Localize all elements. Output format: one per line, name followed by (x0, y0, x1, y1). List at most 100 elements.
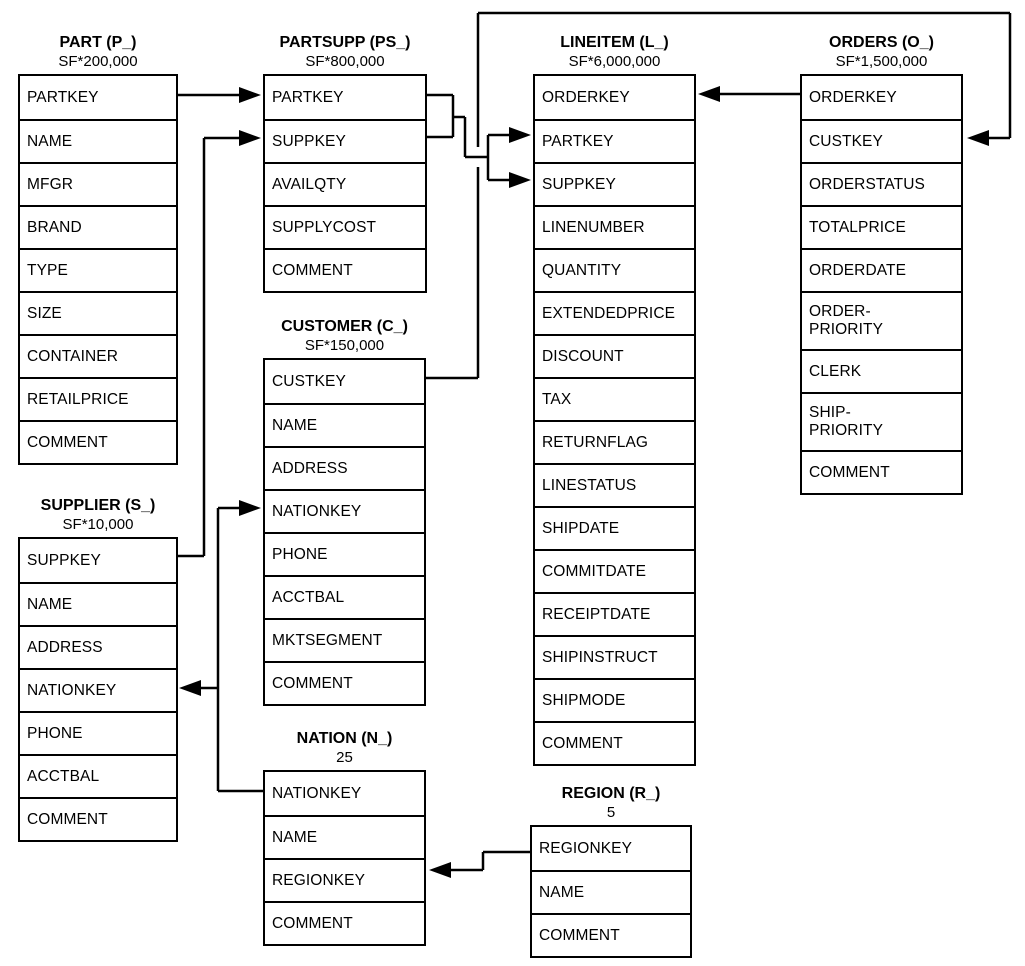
field-row: NAME (20, 119, 176, 162)
table-title: PARTSUPP (PS_) (279, 34, 411, 51)
field-row: PARTKEY (535, 119, 694, 162)
field-row: NATIONKEY (272, 784, 362, 802)
field-row: REGIONKEY (265, 858, 424, 901)
field-row: CONTAINER (20, 334, 176, 377)
field-row: NAME (532, 870, 690, 913)
field-row: ORDERDATE (802, 248, 961, 291)
field-row: TOTALPRICE (802, 205, 961, 248)
field-row: COMMITDATE (535, 549, 694, 592)
field-row: TYPE (20, 248, 176, 291)
field-row: NATIONKEY (265, 489, 424, 532)
table-orders: ORDERS (O_) SF*1,500,000 ORDERKEY CUSTKEY… (800, 33, 963, 495)
field-row: PHONE (20, 711, 176, 754)
field-row: SHIPDATE (535, 506, 694, 549)
table-cardinality: SF*200,000 (58, 53, 138, 70)
field-row: ORDERSTATUS (802, 162, 961, 205)
field-row: NAME (265, 815, 424, 858)
field-row: ADDRESS (265, 446, 424, 489)
partsupp-keys-to-lineitem-keys-arrowhead (509, 172, 531, 188)
field-row: RECEIPTDATE (535, 592, 694, 635)
field-row: MFGR (20, 162, 176, 205)
field-row: RETURNFLAG (535, 420, 694, 463)
field-row: CUSTKEY (802, 119, 961, 162)
field-row: ORDERKEY (542, 88, 630, 106)
field-row: CUSTKEY (272, 372, 346, 390)
field-row: SUPPKEY (535, 162, 694, 205)
field-row: PHONE (265, 532, 424, 575)
field-row: MKTSEGMENT (265, 618, 424, 661)
customer-custkey-to-orders-custkey-arrowhead (967, 130, 989, 146)
orders-orderkey-to-lineitem-orderkey-arrowhead (698, 86, 720, 102)
field-row: COMMENT (20, 420, 176, 463)
field-row: EXTENDEDPRICE (535, 291, 694, 334)
field-row: SUPPLYCOST (265, 205, 425, 248)
field-row: TAX (535, 377, 694, 420)
field-row: COMMENT (802, 450, 961, 493)
field-row: LINENUMBER (535, 205, 694, 248)
field-row: COMMENT (265, 901, 424, 944)
table-title: NATION (N_) (296, 730, 393, 747)
field-row: SHIP- PRIORITY (802, 392, 961, 450)
field-row: SHIPINSTRUCT (535, 635, 694, 678)
field-row: SUPPKEY (27, 551, 101, 569)
field-row: QUANTITY (535, 248, 694, 291)
field-row: ADDRESS (20, 625, 176, 668)
table-cardinality: 25 (336, 749, 353, 766)
table-cardinality: SF*6,000,000 (568, 53, 661, 70)
field-row: COMMENT (532, 913, 690, 956)
field-row: COMMENT (20, 797, 176, 840)
field-row: NAME (20, 582, 176, 625)
field-row: ORDER- PRIORITY (802, 291, 961, 349)
field-row: NATIONKEY (20, 668, 176, 711)
field-row: SUPPKEY (265, 119, 425, 162)
field-row: COMMENT (535, 721, 694, 764)
table-title: REGION (R_) (561, 785, 661, 802)
table-title: ORDERS (O_) (829, 34, 934, 51)
table-title: SUPPLIER (S_) (40, 497, 156, 514)
field-row: RETAILPRICE (20, 377, 176, 420)
part-partkey-to-partsupp-partkey-arrowhead (239, 87, 261, 103)
field-row: NAME (265, 403, 424, 446)
nation-nationkey-to-customer-and-supplier-arrowhead (239, 500, 261, 516)
table-cardinality: SF*150,000 (304, 337, 385, 354)
table-title: PART (P_) (59, 34, 137, 51)
field-row: ORDERKEY (809, 88, 897, 106)
field-row: SHIPMODE (535, 678, 694, 721)
table-cardinality: SF*1,500,000 (835, 53, 928, 70)
field-row: LINESTATUS (535, 463, 694, 506)
field-row: REGIONKEY (539, 839, 633, 857)
field-row: ACCTBAL (265, 575, 424, 618)
table-cardinality: SF*10,000 (62, 516, 134, 533)
nation-nationkey-to-customer-and-supplier-arrowhead (179, 680, 201, 696)
region-regionkey-to-nation-regionkey-arrowhead (429, 862, 451, 878)
table-cardinality: SF*800,000 (305, 53, 385, 70)
field-row: PARTKEY (27, 88, 99, 106)
field-row: AVAILQTY (265, 162, 425, 205)
table-lineitem: LINEITEM (L_) SF*6,000,000 ORDERKEY PARTK… (533, 33, 696, 766)
field-row: BRAND (20, 205, 176, 248)
partsupp-keys-to-lineitem-keys-arrowhead (509, 127, 531, 143)
field-row: CLERK (802, 349, 961, 392)
table-cardinality: 5 (606, 804, 616, 821)
field-row: ACCTBAL (20, 754, 176, 797)
table-title: LINEITEM (L_) (560, 34, 669, 51)
table-title: CUSTOMER (C_) (281, 318, 408, 335)
field-row: COMMENT (265, 248, 425, 291)
field-row: SIZE (20, 291, 176, 334)
supplier-suppkey-to-partsupp-suppkey-arrowhead (239, 130, 261, 146)
field-row: COMMENT (265, 661, 424, 704)
